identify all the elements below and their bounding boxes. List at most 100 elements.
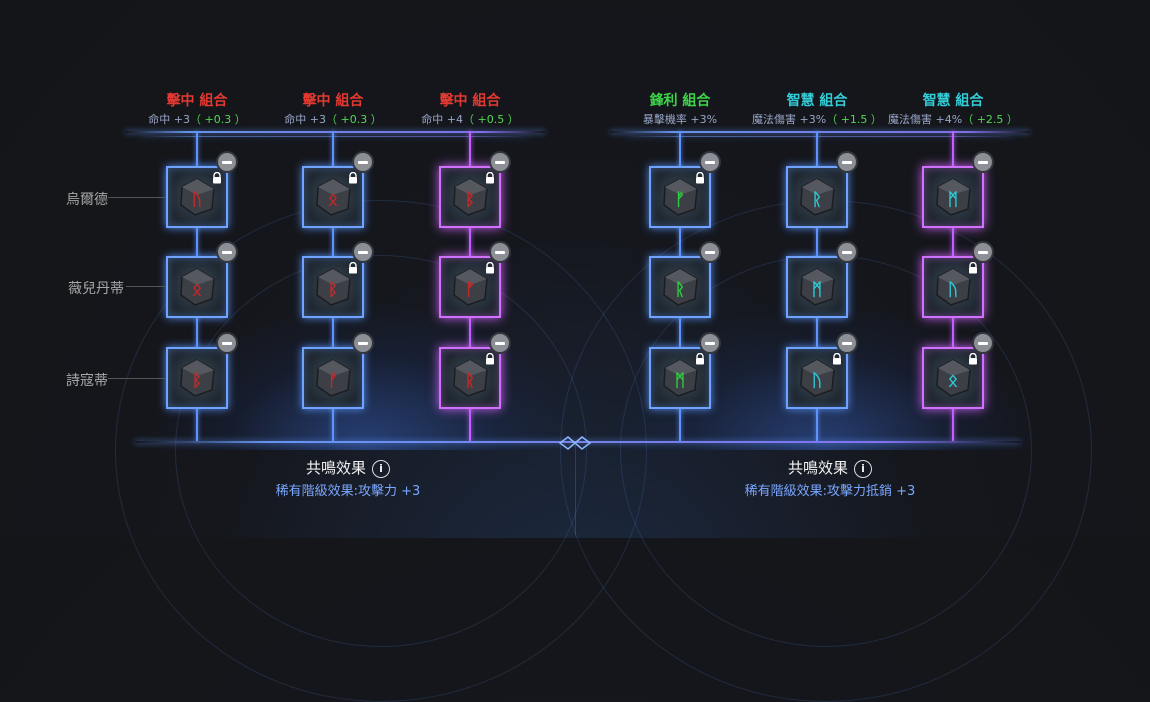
rune-slot[interactable]: ᚱ (439, 347, 501, 409)
rune-slot[interactable]: ᛟ (302, 166, 364, 228)
svg-text:ᛟ: ᛟ (328, 190, 338, 210)
combo-stat: 命中 +4（ +0.5 ） (400, 111, 540, 127)
svg-text:ᛒ: ᛒ (465, 190, 475, 210)
lock-icon (348, 261, 358, 277)
rune-stone-icon: ᚢ (800, 359, 835, 397)
rune-slot[interactable]: ᚢ (786, 347, 848, 409)
rune-slot[interactable]: ᛟ (922, 347, 984, 409)
info-icon[interactable]: i (372, 460, 390, 478)
rune-stone-icon: ᛗ (663, 359, 698, 397)
remove-rune-button[interactable] (216, 151, 238, 173)
remove-rune-button[interactable] (352, 332, 374, 354)
combo-stat-value: 命中 +3 (148, 113, 190, 126)
rune-slot[interactable]: ᛗ (922, 166, 984, 228)
rune-slot[interactable]: ᛗ (649, 347, 711, 409)
rune-stone-icon: ᚱ (663, 268, 698, 306)
remove-rune-button[interactable] (836, 151, 858, 173)
combo-stat-value: 命中 +3 (284, 113, 326, 126)
rune-stone-icon: ᛟ (316, 178, 351, 216)
rune-stone-icon: ᚢ (936, 268, 971, 306)
left-effect-desc: 稀有階級效果:攻擊力 +3 (275, 484, 421, 499)
svg-text:ᛗ: ᛗ (675, 371, 685, 391)
row-line-3 (108, 378, 166, 379)
remove-rune-button[interactable] (836, 332, 858, 354)
rune-slot[interactable]: ᚱ (786, 166, 848, 228)
right-effect-desc: 稀有階級效果:攻擊力抵銷 +3 (744, 484, 916, 499)
row-label-verdandi: 薇兒丹蒂 (68, 281, 124, 297)
combo-stat-value: 魔法傷害 +4% (888, 113, 963, 126)
remove-rune-button[interactable] (699, 241, 721, 263)
remove-rune-button[interactable] (216, 241, 238, 263)
rune-stone-icon: ᚠ (453, 268, 488, 306)
left-effect-title-text: 共鳴效果 (305, 459, 366, 477)
rune-stone-icon: ᚱ (453, 359, 488, 397)
rune-slot[interactable]: ᛒ (166, 347, 228, 409)
lock-icon (212, 171, 222, 187)
svg-text:ᛗ: ᛗ (948, 190, 958, 210)
rune-slot[interactable]: ᚠ (302, 347, 364, 409)
remove-rune-button[interactable] (972, 151, 994, 173)
bottom-bar (135, 441, 1020, 443)
combo-stat-delta: （ +0.3 ） (326, 113, 382, 126)
left-arc-inner (175, 255, 587, 647)
rune-slot[interactable]: ᚢ (166, 166, 228, 228)
rune-slot[interactable]: ᚠ (649, 166, 711, 228)
rune-slot[interactable]: ᚢ (922, 256, 984, 318)
combo-stat-value: 魔法傷害 +3% (752, 113, 827, 126)
rune-slot[interactable]: ᛒ (439, 166, 501, 228)
rune-slot[interactable]: ᛒ (302, 256, 364, 318)
combo-stat: 命中 +3（ +0.3 ） (263, 111, 403, 127)
combo-title: 智慧 組合 (922, 93, 984, 109)
rune-slot[interactable]: ᚠ (439, 256, 501, 318)
rune-stone-icon: ᛒ (453, 178, 488, 216)
remove-rune-button[interactable] (836, 241, 858, 263)
row-label-urd: 烏爾德 (66, 192, 108, 208)
remove-rune-button[interactable] (352, 151, 374, 173)
left-top-bar (125, 131, 545, 133)
svg-text:ᚢ: ᚢ (948, 280, 958, 300)
svg-text:ᛒ: ᛒ (328, 280, 338, 300)
rune-stone-icon: ᛒ (180, 359, 215, 397)
lock-icon (485, 171, 495, 187)
remove-rune-button[interactable] (489, 332, 511, 354)
remove-rune-button[interactable] (352, 241, 374, 263)
right-top-bar-2 (625, 136, 1015, 137)
combo-stat-delta: （ +2.5 ） (962, 113, 1018, 126)
bottom-divider (575, 445, 576, 535)
svg-text:ᛒ: ᛒ (192, 371, 202, 391)
combo-stat-delta: （ +0.3 ） (190, 113, 246, 126)
lock-icon (968, 352, 978, 368)
row-line-1 (108, 197, 166, 198)
info-icon[interactable]: i (854, 460, 872, 478)
remove-rune-button[interactable] (972, 332, 994, 354)
lock-icon (348, 171, 358, 187)
svg-text:ᛗ: ᛗ (812, 280, 822, 300)
remove-rune-button[interactable] (489, 151, 511, 173)
rune-slot[interactable]: ᚱ (649, 256, 711, 318)
lock-icon (968, 261, 978, 277)
svg-text:ᛟ: ᛟ (192, 280, 202, 300)
svg-text:ᚠ: ᚠ (465, 280, 475, 300)
combo-stat: 命中 +3（ +0.3 ） (127, 111, 267, 127)
combo-title: 擊中 組合 (439, 93, 501, 109)
svg-text:ᚠ: ᚠ (328, 371, 338, 391)
combo-stat-delta: （ +0.5 ） (463, 113, 519, 126)
combo-stat-delta: （ +1.5 ） (826, 113, 882, 126)
svg-text:ᚢ: ᚢ (192, 190, 202, 210)
svg-text:ᚢ: ᚢ (812, 371, 822, 391)
rune-slot[interactable]: ᛟ (166, 256, 228, 318)
combo-stat-value: 命中 +4 (421, 113, 463, 126)
rune-stone-icon: ᚠ (316, 359, 351, 397)
row-label-skuld: 詩寇蒂 (66, 373, 108, 389)
remove-rune-button[interactable] (489, 241, 511, 263)
remove-rune-button[interactable] (972, 241, 994, 263)
rune-slot[interactable]: ᛗ (786, 256, 848, 318)
combo-stat: 魔法傷害 +3%（ +1.5 ） (747, 111, 887, 127)
remove-rune-button[interactable] (216, 332, 238, 354)
rune-stone-icon: ᛒ (316, 268, 351, 306)
svg-text:ᚱ: ᚱ (812, 190, 822, 210)
remove-rune-button[interactable] (699, 151, 721, 173)
lock-icon (485, 352, 495, 368)
remove-rune-button[interactable] (699, 332, 721, 354)
